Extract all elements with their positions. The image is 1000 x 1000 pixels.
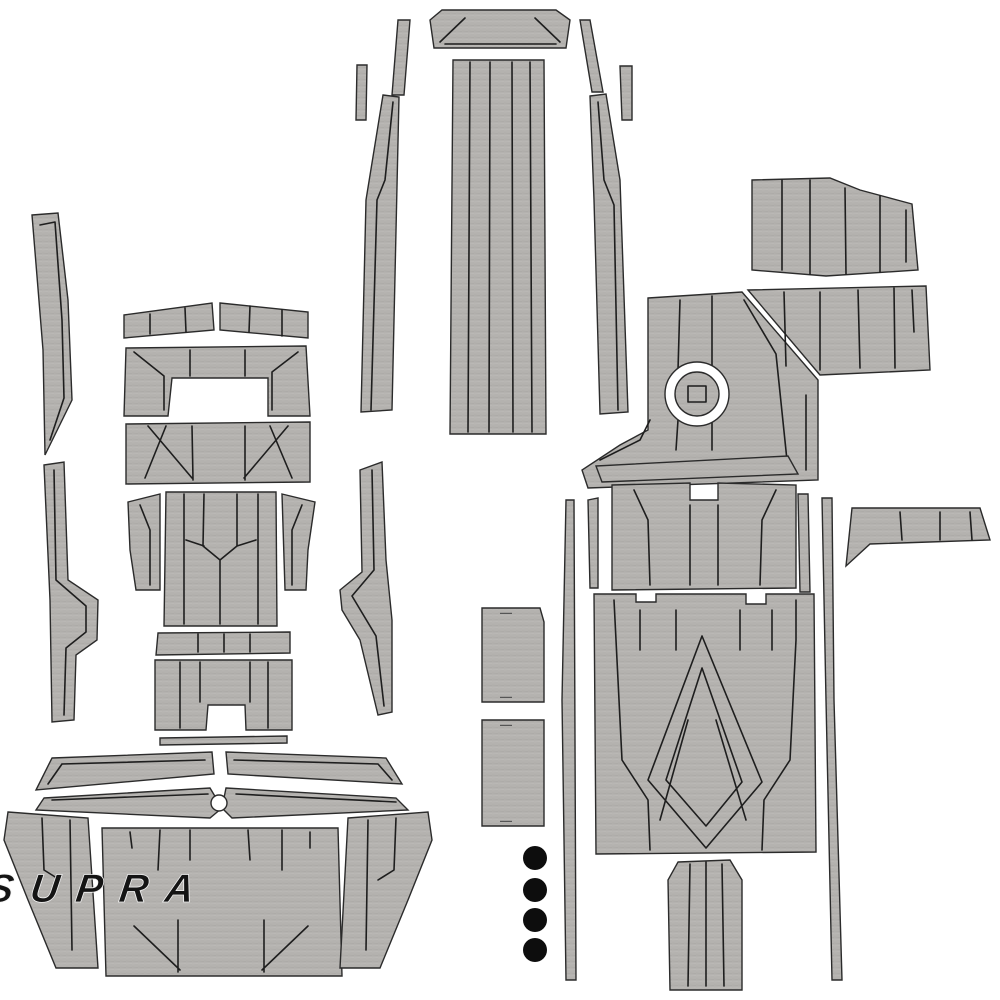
bow-left-gunwale-pad [360,94,400,413]
black-plug-1 [523,846,547,870]
left-step-trim-pad [155,631,291,656]
left-console-front-pad [163,491,278,627]
engine-lid-top-pad [751,177,919,277]
helm-side-pad [746,285,931,376]
black-plug-3 [523,908,547,932]
platform-top-right-pad [225,751,404,785]
left-step-pad [154,659,293,731]
left-long-side-pad [31,212,73,456]
platform-center-pad: SUPRA [0,827,343,977]
cockpit-upper-floor-pad [611,482,797,591]
svg-text:▬▬▬: ▬▬▬ [500,818,512,823]
rear-step-pad [667,859,743,991]
bow-right-strip-pad [579,19,604,93]
bow-center-runner-pad [449,59,547,435]
storage-mat-upper-pad: ▬▬▬ ▬▬▬ [481,607,545,703]
bow-left-small-strip-pad [355,64,368,121]
bow-cap-pad [429,9,571,49]
bow-left-strip-pad [391,19,411,96]
platform-right-wing-pad [339,811,433,969]
platform-cleat-cutout [210,794,228,812]
storage-mat-lower-pad: ▬▬▬ ▬▬▬ [481,719,545,827]
black-plug-4 [523,938,547,962]
cockpit-right-long-strip-pad [821,497,843,981]
cockpit-right-side-strip-pad [797,493,811,593]
platform-top-left-pad [34,751,215,791]
svg-text:▬▬▬: ▬▬▬ [500,610,512,615]
left-top-lid-b-pad [219,302,309,339]
left-top-lid-a-pad [123,302,215,339]
supra-logo: SUPRA [0,866,200,911]
left-console-side-l-pad [127,493,161,591]
left-console-back-pad [123,345,311,417]
left-thin-step-strip-pad [159,735,288,746]
left-console-lid-pad [125,421,311,485]
platform-middle-left-pad [34,787,223,819]
platform-middle-right-pad [221,787,410,819]
cockpit-left-long-strip-pad [561,499,577,981]
helm-thin-strip-pad [595,455,800,483]
svg-text:▬▬▬: ▬▬▬ [500,722,512,727]
left-lower-side-pad [43,461,99,723]
gunwale-right-wing-pad [845,507,991,568]
cockpit-left-side-strip-pad [587,497,599,589]
black-plug-2 [523,878,547,902]
bow-right-gunwale-pad [589,93,629,415]
left-console-side-r-pad [281,493,316,591]
left-upper-console-pad [339,461,393,716]
svg-text:▬▬▬: ▬▬▬ [500,694,512,699]
bow-right-small-strip-pad [619,65,633,121]
cockpit-main-floor-pad [593,593,817,855]
helm-floor-pad [581,291,819,489]
platform-left-wing-pad [3,811,99,969]
